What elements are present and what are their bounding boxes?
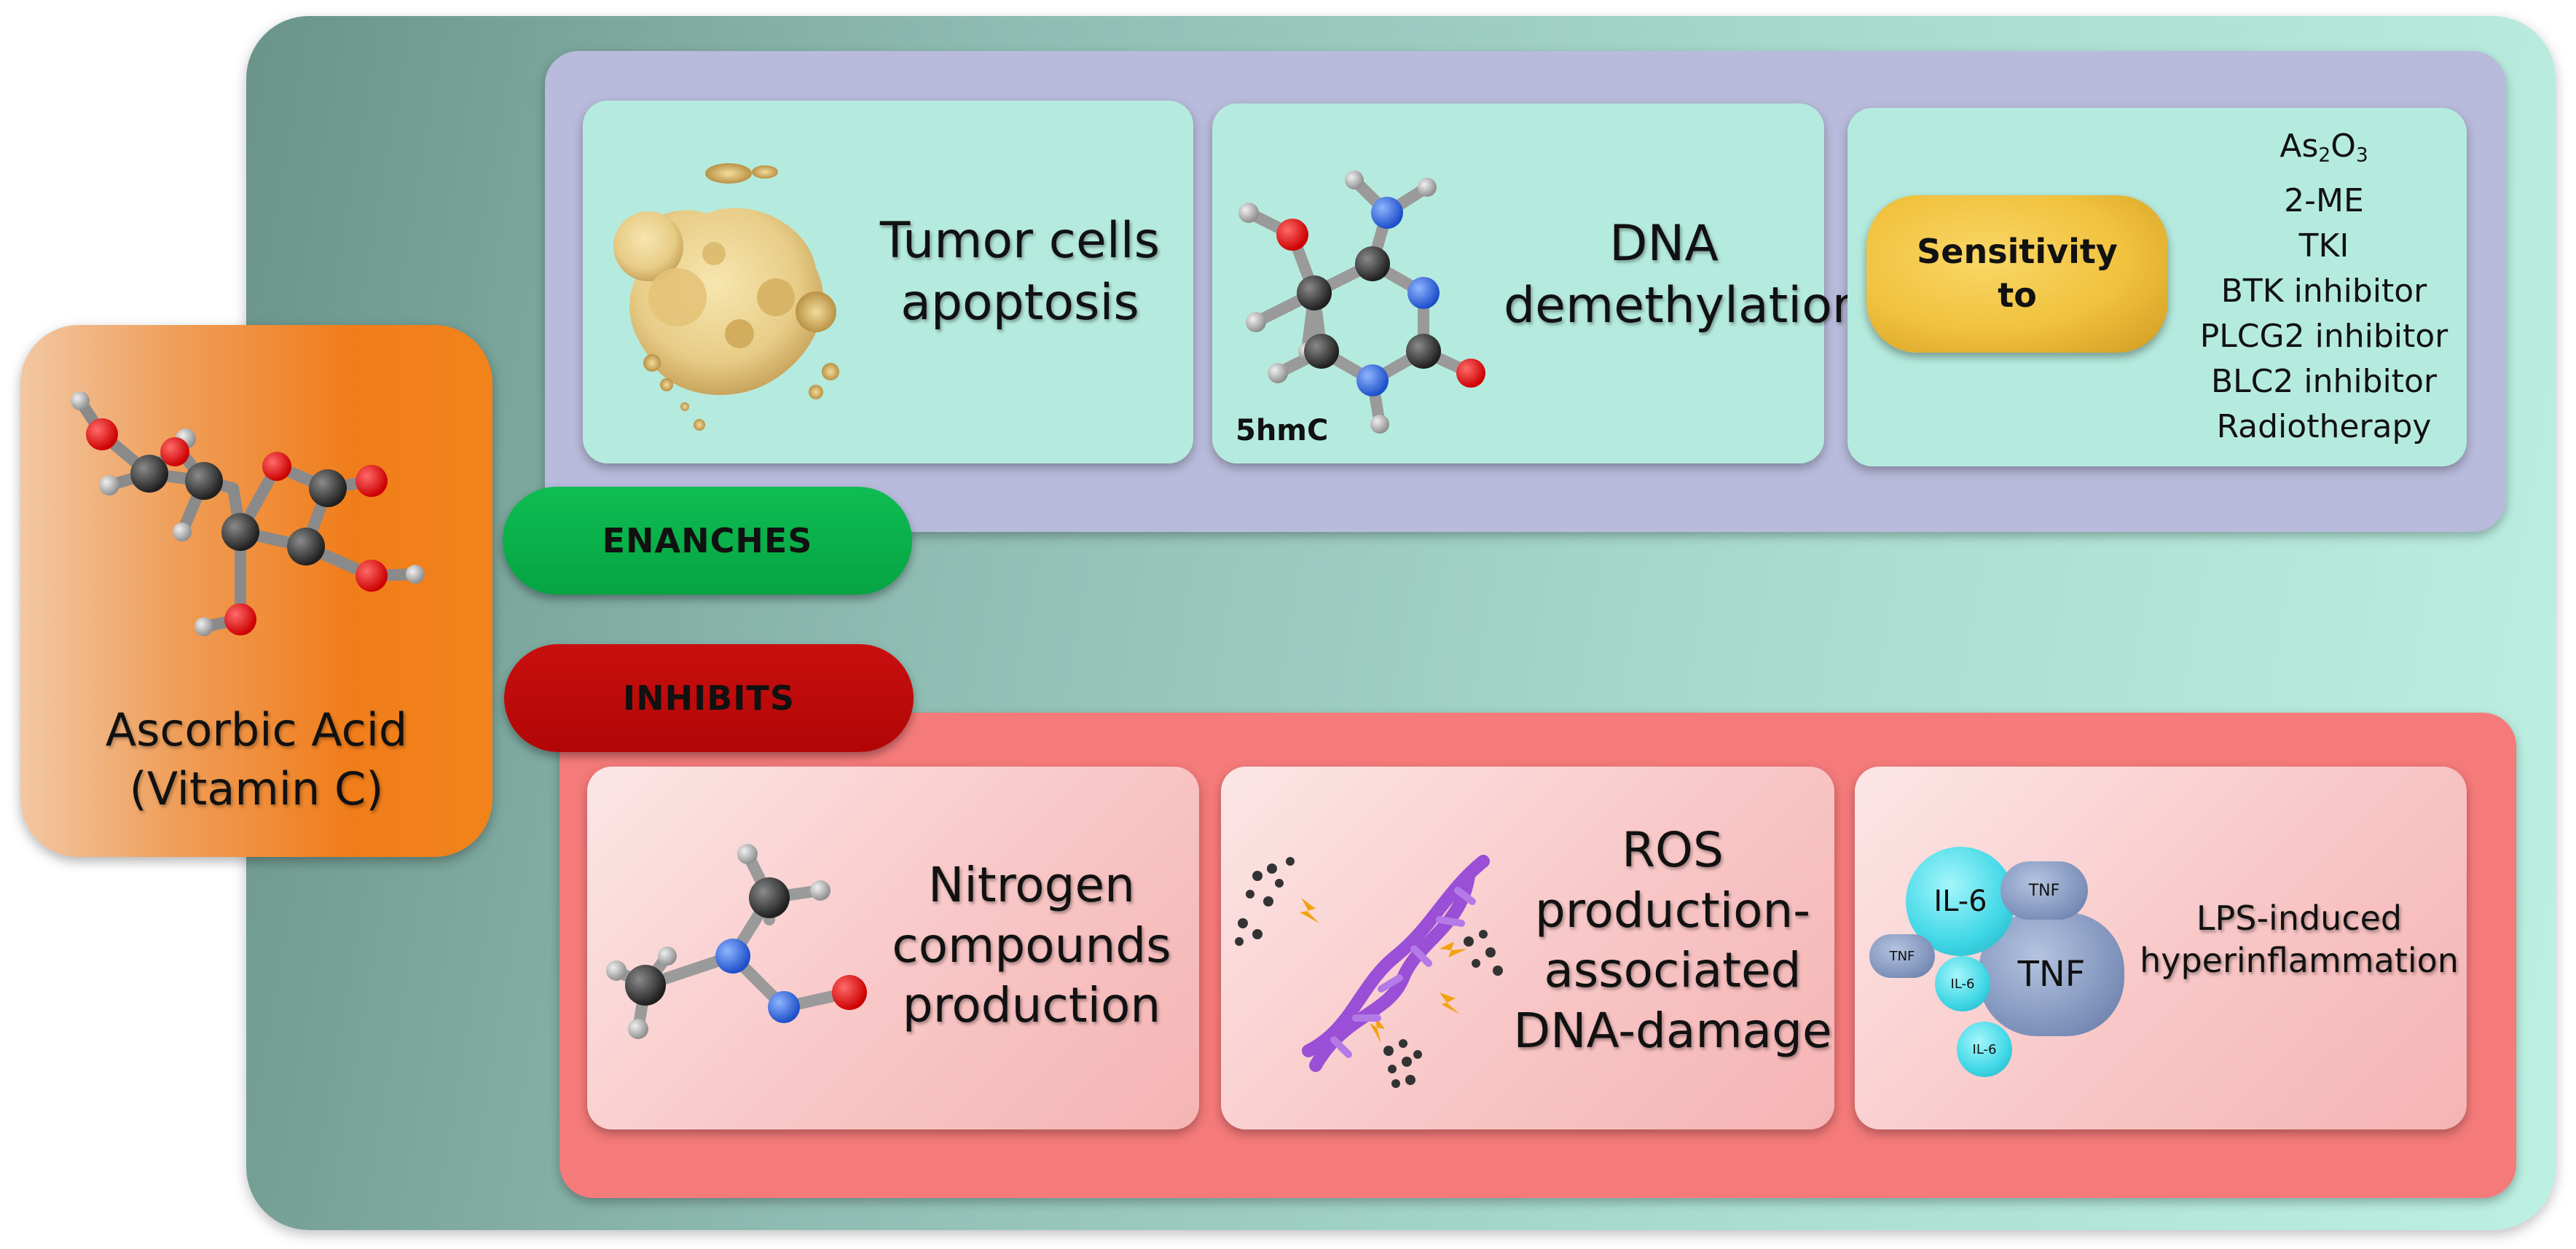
sensitivity-item: 2-ME [2284,181,2364,219]
vitamin-c-box [20,325,492,857]
vitamin-c-label: Ascorbic Acid (Vitamin C) [105,703,408,815]
card-label: DNA demethylation [1504,215,1864,334]
5hmc-molecule-icon [1238,171,1485,434]
sensitivity-item: TKI [2298,227,2349,265]
card-label: Tumor cells apoptosis [879,212,1161,332]
card-ros-dna-damage: ROS production- associated DNA-damage [1221,767,1834,1129]
dna-damage-icon [1235,855,1503,1088]
tnf-bubble-left: TNF [1869,934,1935,978]
il6-bubble-bottom: IL-6 [1957,1022,2012,1077]
card-label: LPS-induced hyperinflammation [2140,898,2459,980]
card-dna-demethylation: DNA demethylation [1212,103,1864,463]
ascorbic-acid-molecule-icon [71,391,425,636]
sensitivity-pill: Sensitivity to [1866,195,2168,353]
sensitivity-list: As2O3 2-ME TKI BTK inhibitor PLCG2 inhib… [2171,124,2477,450]
sensitivity-item: PLCG2 inhibitor [2199,317,2449,355]
5hmc-label: 5hmC [1236,414,1329,447]
sensitivity-item: BLC2 inhibitor [2210,362,2438,400]
card-nitrogen-compounds: Nitrogen compounds production [587,767,1199,1129]
sensitivity-item-as2o3: As2O3 [2279,128,2368,167]
cytokines-icon: TNF IL-6 TNF TNF IL-6 IL-6 [1862,839,2168,1080]
nitrosamine-molecule-icon [606,844,867,1039]
sensitivity-item: BTK inhibitor [2220,272,2427,310]
card-label: Nitrogen compounds production [892,857,1171,1033]
tumor-cell-icon [613,163,839,431]
sensitivity-item: Radiotherapy [2216,407,2432,445]
card-label: ROS production- associated DNA-damage [1513,822,1832,1059]
card-tumor-apoptosis: Tumor cells apoptosis [583,101,1193,463]
enhances-pill: ENANCHES [503,487,912,595]
il6-bubble-small: IL-6 [1935,956,1990,1011]
card-lps-hyperinflammation: TNF IL-6 TNF TNF IL-6 IL-6 LPS-induced h… [1855,767,2467,1129]
inhibits-pill: INHIBITS [504,644,914,752]
tnf-bubble-small: TNF [2000,861,2088,920]
